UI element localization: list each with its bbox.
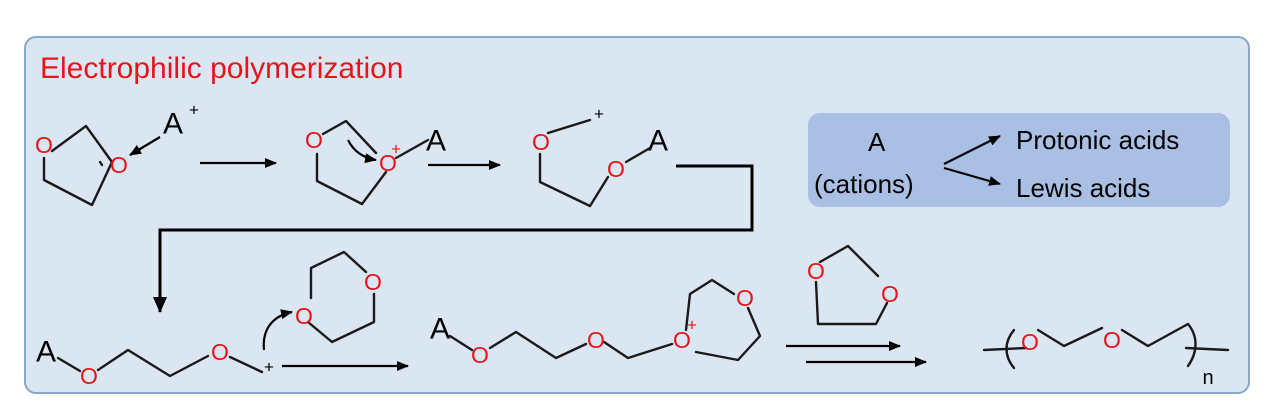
oxonium-charge: + — [687, 316, 697, 335]
scheme-title: Electrophilic polymerization — [40, 52, 404, 85]
oxygen-atom: O — [35, 132, 53, 158]
legend-species-note: (cations) — [814, 169, 914, 199]
oxygen-atom: O — [80, 363, 98, 389]
oxygen-atom: O — [305, 127, 323, 153]
carbocation-charge: + — [594, 105, 604, 124]
oxygen-atom: O — [379, 150, 397, 176]
oxygen-atom: O — [1103, 327, 1121, 353]
curved-arrow-1 — [347, 139, 377, 164]
oxygen-atom: O — [736, 285, 754, 311]
propagating-chain-1 — [56, 348, 264, 378]
oxygen-atom: O — [607, 156, 625, 182]
dioxolane-ring-3 — [814, 244, 889, 326]
oxonium-ring-2 — [684, 278, 762, 362]
propagating-chain-2 — [448, 330, 674, 360]
legend-lewis-acids: Lewis acids — [1016, 173, 1150, 203]
oxygen-atom: O — [110, 152, 128, 178]
cation-charge: + — [189, 101, 199, 120]
open-chain-cation — [538, 118, 652, 208]
initiator-legend-box — [808, 113, 1230, 207]
carbocation-charge: + — [264, 358, 274, 377]
legend-species: A — [868, 127, 886, 157]
oxygen-atom: O — [587, 327, 605, 353]
polymer-repeat-unit — [982, 322, 1230, 370]
initiator-atom: A — [163, 108, 183, 141]
oxygen-atom: O — [881, 281, 899, 307]
dioxolane-ring-1 — [42, 124, 114, 207]
initiator-atom: A — [426, 125, 446, 158]
oxygen-atom: O — [1021, 329, 1039, 355]
legend-arrow-bottom — [943, 166, 1001, 186]
repeat-subscript: n — [1202, 367, 1213, 389]
oxygen-atom: O — [807, 258, 825, 284]
legend-protonic-acids: Protonic acids — [1016, 125, 1179, 155]
oxygen-atom: O — [364, 269, 382, 295]
oxonium-ring-1 — [315, 119, 430, 206]
initiator-atom: A — [430, 313, 450, 346]
legend-arrow-top — [943, 135, 1001, 165]
attack-arrow-1 — [129, 136, 161, 156]
oxygen-atom: O — [295, 303, 313, 329]
initiator-atom: A — [36, 336, 56, 369]
dioxolane-ring-2 — [306, 250, 376, 344]
flow-connector — [153, 164, 754, 313]
oxygen-atom: O — [471, 342, 489, 368]
curved-arrow-2 — [262, 309, 293, 351]
initiator-atom: A — [648, 125, 668, 158]
oxygen-atom: O — [211, 339, 229, 365]
oxygen-atom: O — [673, 327, 691, 353]
oxygen-atom: O — [532, 129, 550, 155]
oxonium-charge: + — [391, 140, 401, 159]
